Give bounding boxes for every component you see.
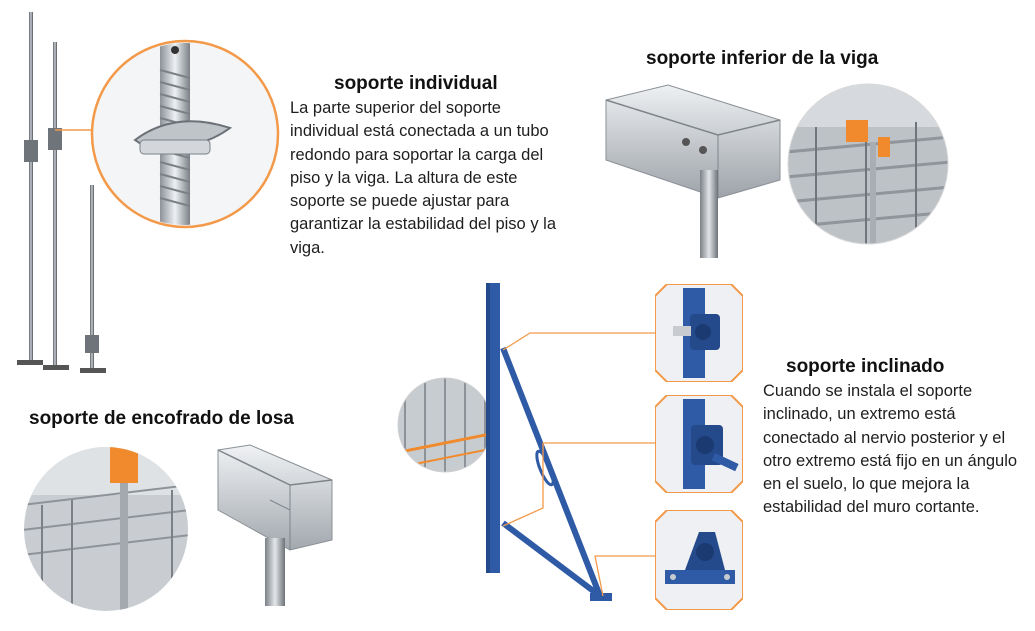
inclined-title: soporte inclinado [786, 356, 945, 377]
inclined-detail-middle [655, 395, 743, 493]
inclined-detail-top [655, 284, 743, 382]
individual-prop-illustration [0, 0, 285, 385]
inclined-description: Cuando se instala el soporte inclinado, … [763, 382, 1018, 517]
individual-title: soporte individual [334, 73, 498, 94]
beam-head-illustration [598, 80, 788, 260]
individual-description: La parte superior del soporte individual… [290, 99, 556, 257]
inclined-detail-bottom [655, 510, 743, 610]
beam-bottom-photo [786, 82, 951, 247]
slab-support-photo [22, 445, 190, 613]
inclined-brace-illustration [395, 278, 755, 623]
beam-bottom-title: soporte inferior de la viga [646, 48, 879, 69]
slab-head-illustration [210, 440, 335, 610]
slab-formwork-title: soporte de encofrado de losa [29, 408, 294, 429]
